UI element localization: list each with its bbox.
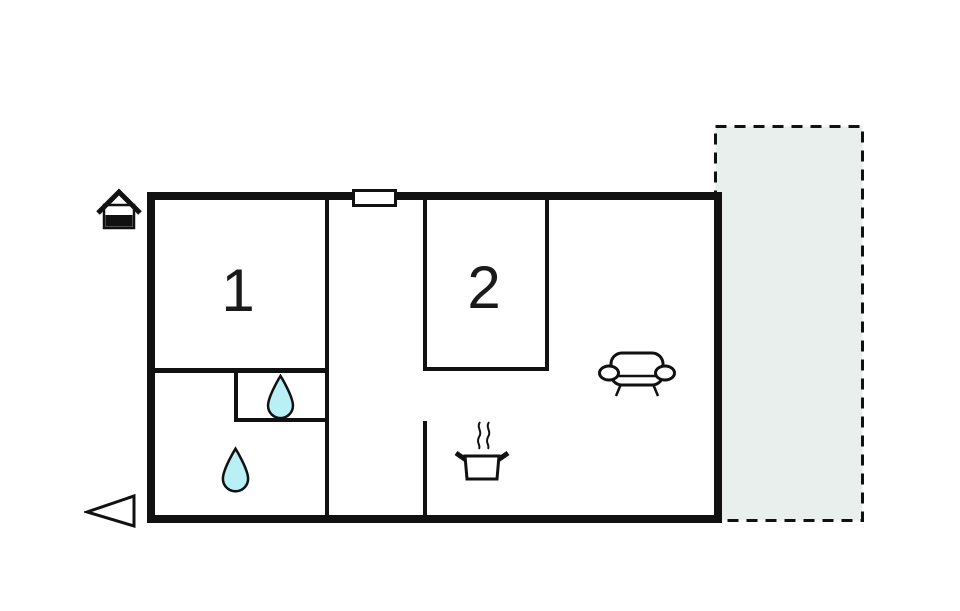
wall-kitchen-left	[423, 421, 427, 516]
wall-shower-alcove-bottom	[234, 418, 329, 422]
room-2-label: 2	[467, 254, 501, 321]
house-icon	[96, 188, 142, 230]
cooking-pot-icon	[454, 421, 510, 481]
water-drop-icon	[266, 374, 295, 420]
entrance-arrow-icon	[84, 493, 136, 529]
wall-room2-right	[545, 199, 549, 371]
wall-room2-left	[423, 199, 427, 371]
wall-room2-bottom	[423, 367, 549, 371]
terrace-dashed-area	[714, 125, 864, 522]
room-1-label: 1	[221, 257, 255, 324]
wall-hall-left	[325, 199, 329, 516]
sofa-icon	[598, 351, 676, 397]
wall-bathroom-top	[154, 368, 329, 373]
water-drop-icon	[221, 446, 250, 493]
wall-shower-alcove-left	[234, 370, 238, 422]
door-marker	[352, 189, 397, 207]
